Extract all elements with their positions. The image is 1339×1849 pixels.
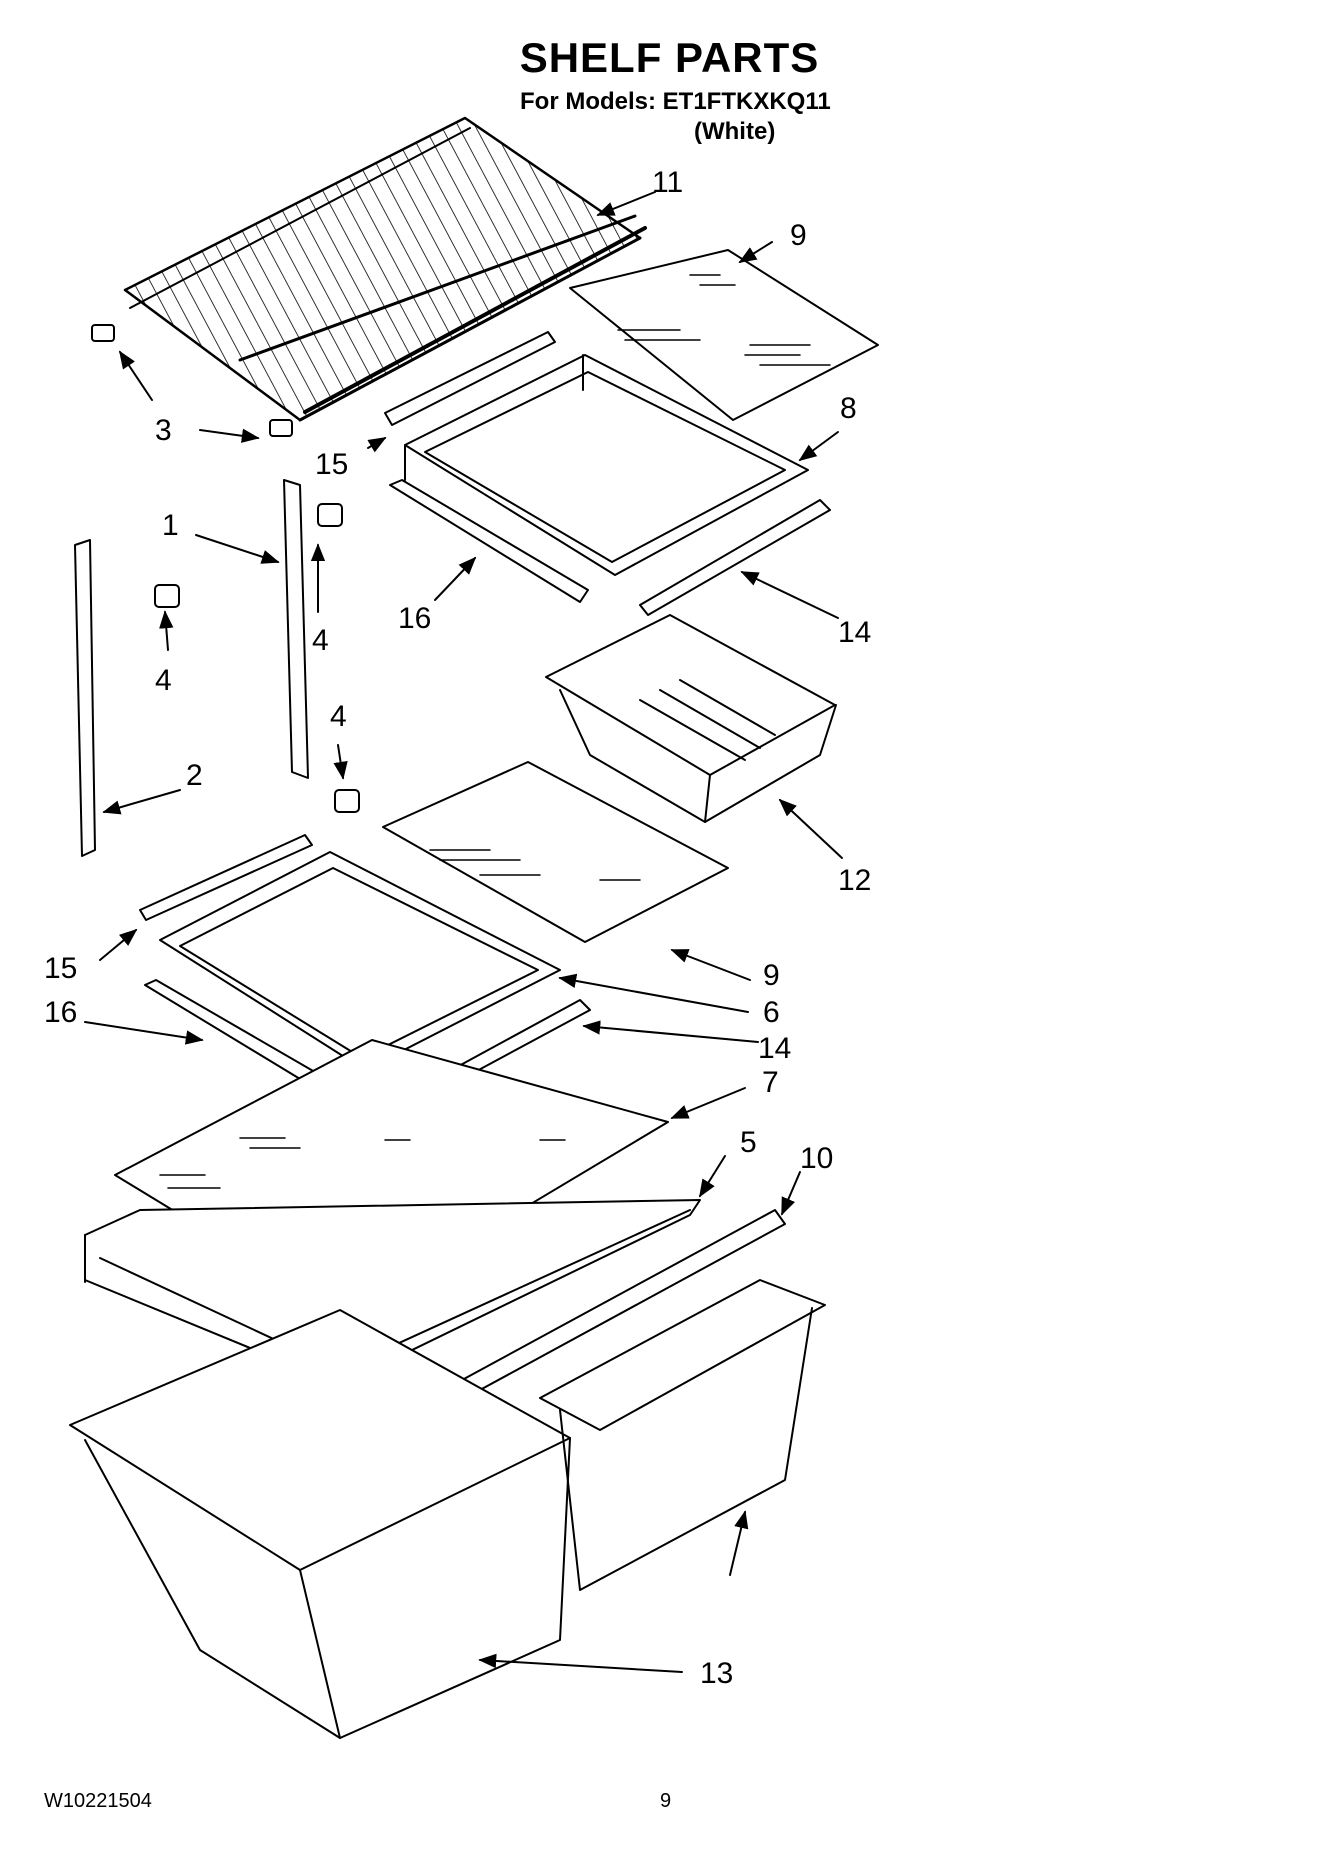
callout-9: 9 — [763, 959, 780, 992]
screw — [154, 503, 360, 813]
callout-4: 4 — [155, 664, 172, 697]
shelf-support-clip — [91, 324, 293, 437]
page-title: SHELF PARTS — [519, 34, 820, 81]
shelf-front-rail-upper — [639, 499, 831, 616]
shelf-rail-upper — [384, 331, 556, 426]
ladder-bracket-left — [74, 539, 96, 857]
callout-11: 11 — [652, 166, 683, 199]
shelf-side-rail-upper — [389, 479, 589, 603]
callout-7: 7 — [762, 1066, 779, 1099]
callout-6: 6 — [763, 996, 780, 1029]
callout-2: 2 — [186, 759, 203, 792]
crisper-drawer — [69, 1279, 826, 1739]
page-number: 9 — [660, 1790, 672, 1812]
callout-15: 15 — [315, 448, 348, 481]
callout-14: 14 — [838, 616, 871, 649]
ladder-bracket-right — [283, 479, 309, 779]
callout-16: 16 — [398, 602, 431, 635]
callout-10: 10 — [800, 1142, 833, 1175]
crisper-pan-small — [545, 614, 837, 823]
color-label: (White) — [694, 118, 776, 145]
callout-12: 12 — [838, 864, 871, 897]
leader-lines — [84, 191, 843, 1673]
callout-3: 3 — [155, 414, 172, 447]
shelf-frame-upper — [404, 354, 809, 576]
wire-shelf — [123, 116, 647, 422]
callout-4: 4 — [312, 624, 329, 657]
callout-14: 14 — [758, 1032, 791, 1065]
model-label: For Models: ET1FTKXKQ11 — [520, 88, 831, 115]
callout-1: 1 — [162, 509, 179, 542]
glass-shelf-insert-lower — [382, 761, 729, 943]
document-number: W10221504 — [44, 1790, 152, 1812]
callout-9: 9 — [790, 219, 807, 252]
callout-4: 4 — [330, 700, 347, 733]
callout-8: 8 — [840, 392, 857, 425]
callout-13: 13 — [700, 1657, 733, 1690]
callout-15: 15 — [44, 952, 77, 985]
glass-shelf-insert-upper — [569, 249, 879, 421]
callout-16: 16 — [44, 996, 77, 1029]
shelf-rail-lower — [139, 834, 313, 921]
callout-5: 5 — [740, 1126, 757, 1159]
callout-labels: 11 9 3 15 8 1 4 4 4 16 14 2 12 15 9 6 16… — [44, 166, 871, 1690]
shelf-frame-lower — [159, 851, 561, 1071]
